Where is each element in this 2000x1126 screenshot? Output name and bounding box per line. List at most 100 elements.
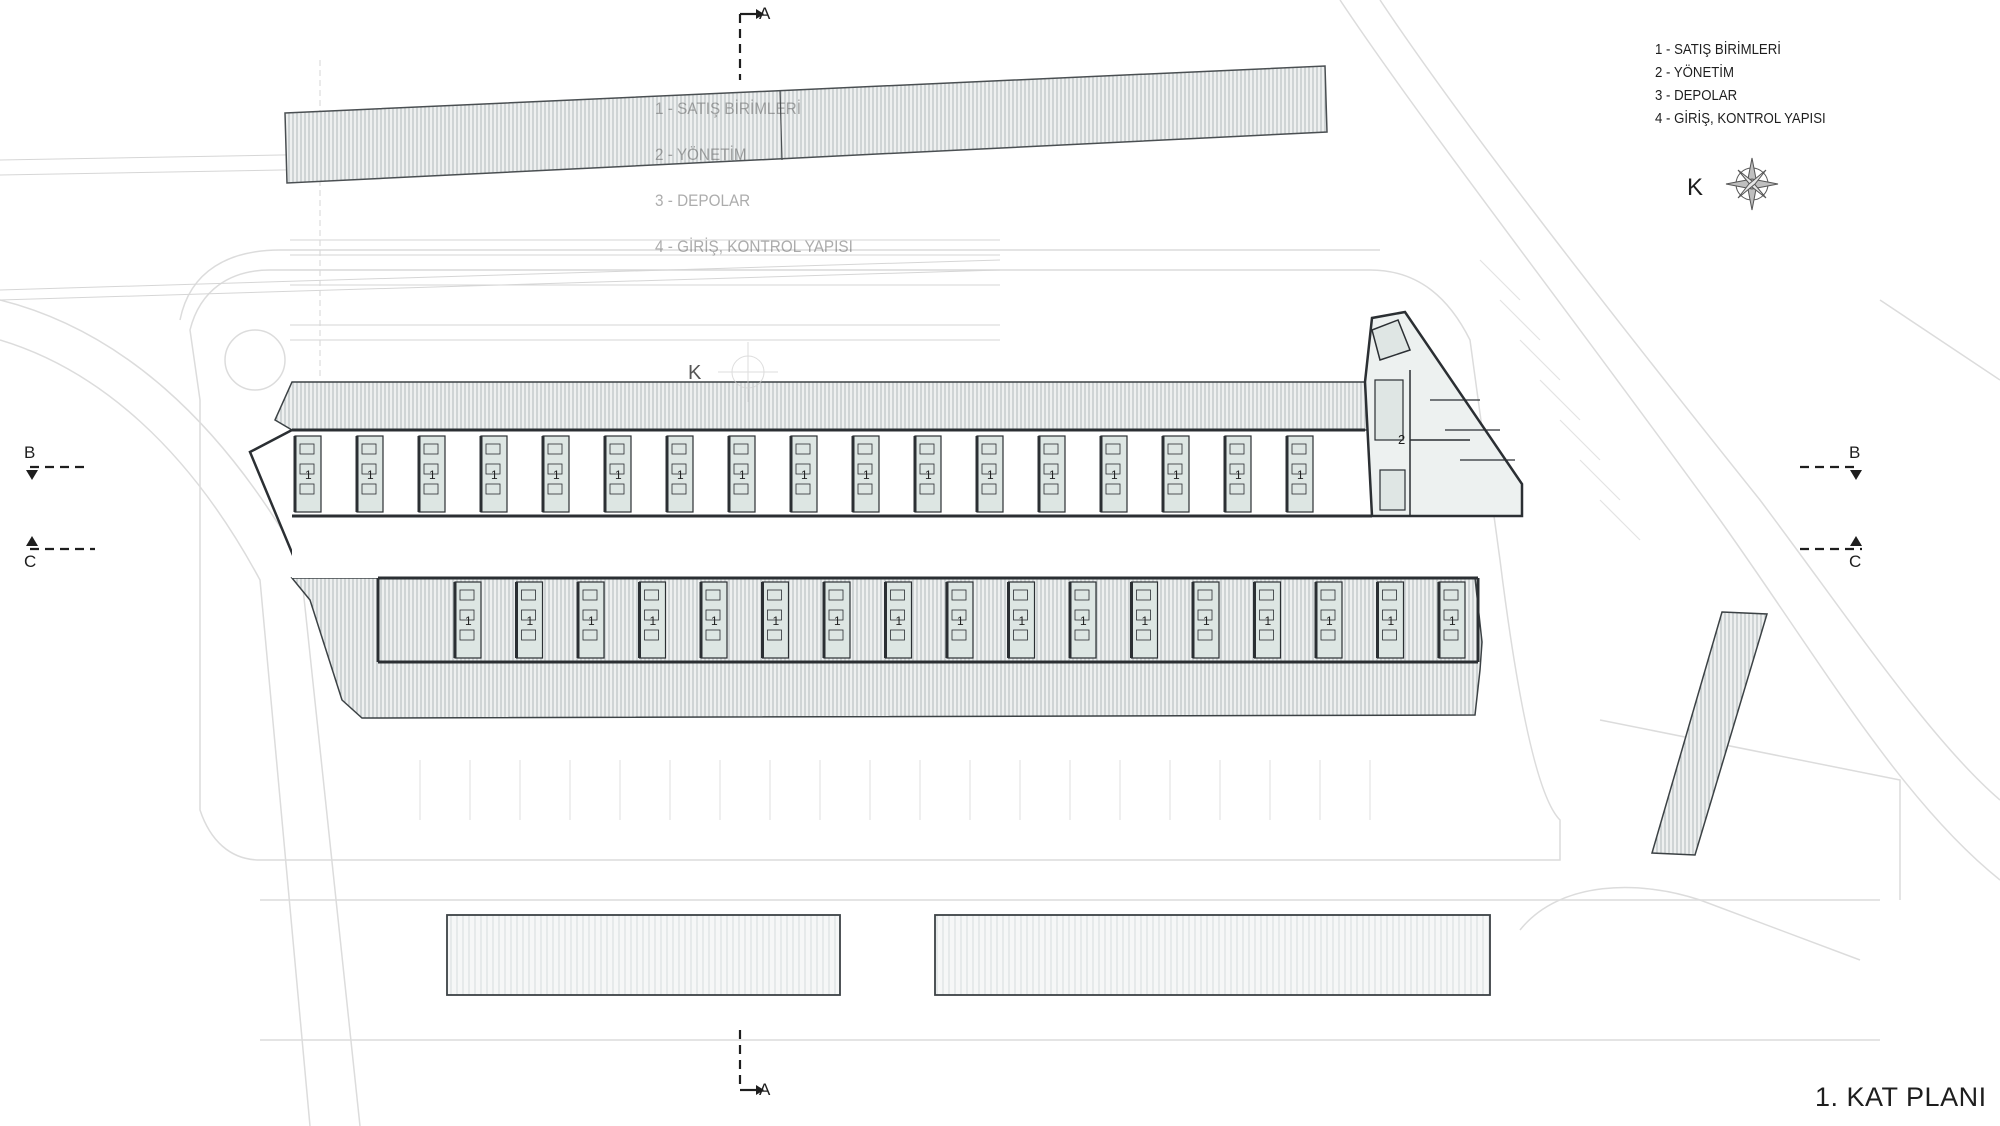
ghost-legend-item: 2 - YÖNETİM (655, 145, 747, 164)
sales-unit-label: 1 (1111, 468, 1118, 482)
legend-item-sales: 1 - SATIŞ BİRİMLERİ (1655, 41, 1781, 58)
sales-unit-label: 1 (1080, 614, 1087, 628)
sales-unit: 1 (1437, 581, 1466, 659)
sales-unit: 1 (541, 435, 570, 513)
sales-unit-label: 1 (465, 614, 472, 628)
legend-item-admin: 2 - YÖNETİM (1655, 64, 1734, 81)
sales-unit: 1 (1314, 581, 1343, 659)
sales-unit: 1 (479, 435, 508, 513)
compass-rose-ghost-icon (718, 342, 778, 402)
depot-block-east (934, 914, 1491, 996)
admin-wing (1363, 310, 1524, 518)
sales-unit-label: 1 (1173, 468, 1180, 482)
section-c-left-label: C (24, 552, 37, 571)
sales-unit-label: 1 (1203, 614, 1210, 628)
sales-unit: 1 (355, 435, 384, 513)
plan-title: 1. KAT PLANI (1815, 1082, 1987, 1112)
section-b-left-label: B (24, 443, 36, 462)
section-lines-b-c (30, 465, 1862, 551)
sales-unit: 1 (638, 581, 667, 659)
sales-unit-label: 1 (1388, 614, 1395, 628)
sales-unit-label: 1 (834, 614, 841, 628)
sales-unit-label: 1 (1019, 614, 1026, 628)
sales-unit-label: 1 (987, 468, 994, 482)
sales-unit: 1 (945, 581, 974, 659)
sales-unit: 1 (1099, 435, 1128, 513)
section-b-right-label: B (1849, 443, 1861, 462)
admin-unit-label: 2 (1398, 432, 1406, 447)
sales-unit: 1 (1253, 581, 1282, 659)
sales-unit-label: 1 (1142, 614, 1149, 628)
sales-unit: 1 (1161, 435, 1190, 513)
sales-unit: 1 (699, 581, 728, 659)
sales-unit-label: 1 (711, 614, 718, 628)
sales-unit-label: 1 (773, 614, 780, 628)
sales-unit-label: 1 (650, 614, 657, 628)
sales-unit-label: 1 (527, 614, 534, 628)
sales-units-south: 1 1 1 1 1 1 1 1 1 1 1 1 1 1 1 1 1 (453, 581, 1466, 659)
ghost-legend-item: 4 - GİRİŞ, KONTROL YAPISI (655, 237, 853, 256)
sales-unit-label: 1 (305, 468, 312, 482)
sales-unit-label: 1 (957, 614, 964, 628)
sales-unit: 1 (1285, 435, 1314, 513)
sales-unit-label: 1 (801, 468, 808, 482)
section-c-right-label: C (1849, 552, 1862, 571)
sales-unit: 1 (789, 435, 818, 513)
sales-unit: 1 (1223, 435, 1252, 513)
sales-unit: 1 (761, 581, 790, 659)
sales-unit-label: 1 (1297, 468, 1304, 482)
sales-unit-label: 1 (863, 468, 870, 482)
sales-unit: 1 (851, 435, 880, 513)
corridor (292, 516, 1472, 578)
sales-unit: 1 (417, 435, 446, 513)
sales-unit: 1 (453, 581, 482, 659)
sales-unit: 1 (1037, 435, 1066, 513)
legend-item-entrance: 4 - GİRİŞ, KONTROL YAPISI (1655, 110, 1826, 127)
parking-lines (419, 259, 1641, 820)
sales-unit: 1 (1191, 581, 1220, 659)
ghost-legend-item: 1 - SATIŞ BİRİMLERİ (655, 99, 801, 118)
sales-unit: 1 (913, 435, 942, 513)
sales-unit-label: 1 (429, 468, 436, 482)
sales-unit-label: 1 (739, 468, 746, 482)
legend: 1 - SATIŞ BİRİMLERİ 2 - YÖNETİM 3 - DEPO… (1655, 38, 1826, 130)
sales-unit-label: 1 (1449, 614, 1456, 628)
sales-unit-label: 1 (896, 614, 903, 628)
section-a-bottom-label: A (759, 1080, 771, 1099)
sales-unit: 1 (727, 435, 756, 513)
sales-unit: 1 (822, 581, 851, 659)
sales-unit: 1 (293, 435, 322, 513)
sales-unit-label: 1 (367, 468, 374, 482)
sales-unit: 1 (884, 581, 913, 659)
depot-block-west (446, 914, 841, 996)
sales-unit-label: 1 (491, 468, 498, 482)
north-label-ghost: K (688, 362, 702, 384)
ghost-legend: 1 - SATIŞ BİRİMLERİ 2 - YÖNETİM 3 - DEPO… (655, 86, 853, 270)
entrance-control-canopy (1651, 611, 1768, 856)
section-arrow-icons (26, 9, 1862, 1095)
sales-unit-label: 1 (588, 614, 595, 628)
sales-unit-label: 1 (677, 468, 684, 482)
sales-units-north: 1 1 1 1 1 1 1 1 1 1 1 1 1 1 1 1 1 (293, 435, 1314, 513)
upper-canopy (274, 381, 1369, 431)
sales-unit-label: 1 (925, 468, 932, 482)
sales-unit: 1 (1376, 581, 1405, 659)
sales-unit-label: 1 (1326, 614, 1333, 628)
sales-unit: 1 (1130, 581, 1159, 659)
sales-unit-label: 1 (1049, 468, 1056, 482)
sales-unit-label: 1 (615, 468, 622, 482)
sales-unit: 1 (665, 435, 694, 513)
sales-unit-label: 1 (1265, 614, 1272, 628)
north-label: K (1687, 174, 1704, 201)
section-a-top-label: A (759, 4, 771, 23)
sales-unit: 1 (975, 435, 1004, 513)
ghost-legend-item: 3 - DEPOLAR (655, 191, 751, 210)
compass-rose-icon (1725, 157, 1779, 211)
sales-unit-label: 1 (553, 468, 560, 482)
section-line-a (738, 12, 756, 1092)
legend-item-depots: 3 - DEPOLAR (1655, 87, 1738, 104)
sales-unit: 1 (1007, 581, 1036, 659)
sales-unit: 1 (603, 435, 632, 513)
